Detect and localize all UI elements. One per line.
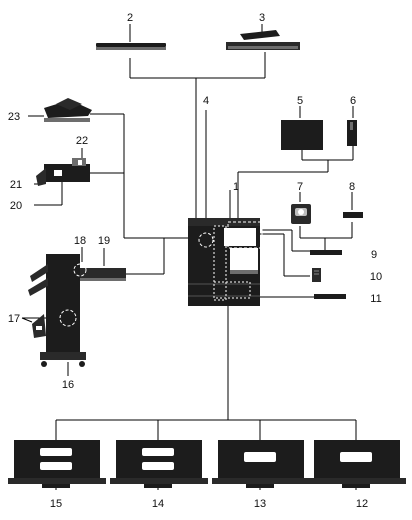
paper-feed-cabinet-15	[8, 440, 106, 488]
callout-3: 3	[259, 12, 265, 24]
paper-feed-cabinet-12	[308, 440, 406, 488]
callout-7: 7	[297, 181, 303, 193]
authentication-unit	[291, 204, 311, 224]
callout-17: 17	[8, 313, 20, 325]
working-table	[310, 250, 342, 255]
callout-14: 14	[152, 498, 164, 510]
callout-20: 20	[10, 200, 22, 212]
callout-23: 23	[8, 111, 20, 123]
callout-8: 8	[349, 181, 355, 193]
callout-15: 15	[50, 498, 62, 510]
fax-kit-part	[312, 268, 321, 282]
callout-13: 13	[254, 498, 266, 510]
callout-18: 18	[74, 235, 86, 247]
inner-finisher	[36, 158, 90, 186]
keyboard-holder	[347, 120, 357, 146]
connector-lines	[21, 24, 357, 490]
callout-19: 19	[98, 235, 110, 247]
callout-16: 16	[62, 379, 74, 391]
control-panel-option	[281, 120, 323, 150]
callout-21: 21	[10, 179, 22, 191]
document-feeder	[226, 30, 300, 50]
original-cover	[96, 43, 166, 50]
callout-9: 9	[371, 249, 377, 261]
callout-5: 5	[297, 95, 303, 107]
callout-12: 12	[356, 498, 368, 510]
job-separator	[44, 98, 92, 122]
paper-feed-cabinet-14	[110, 440, 208, 488]
card-reader	[343, 212, 363, 218]
floor-finisher	[28, 254, 126, 367]
mount-kit-part	[314, 294, 346, 299]
callout-labels: 1 2 3 4 5 6 7 8 9 10 11 12 13 14 15 16 1…	[8, 12, 382, 510]
callout-4: 4	[203, 95, 209, 107]
callout-22: 22	[76, 135, 88, 147]
callout-10: 10	[370, 271, 382, 283]
callout-11: 11	[370, 293, 381, 305]
callout-6: 6	[350, 95, 356, 107]
main-unit	[188, 218, 263, 306]
callout-2: 2	[127, 12, 133, 24]
callout-1: 1	[233, 181, 239, 193]
paper-feed-cabinet-13	[212, 440, 310, 488]
